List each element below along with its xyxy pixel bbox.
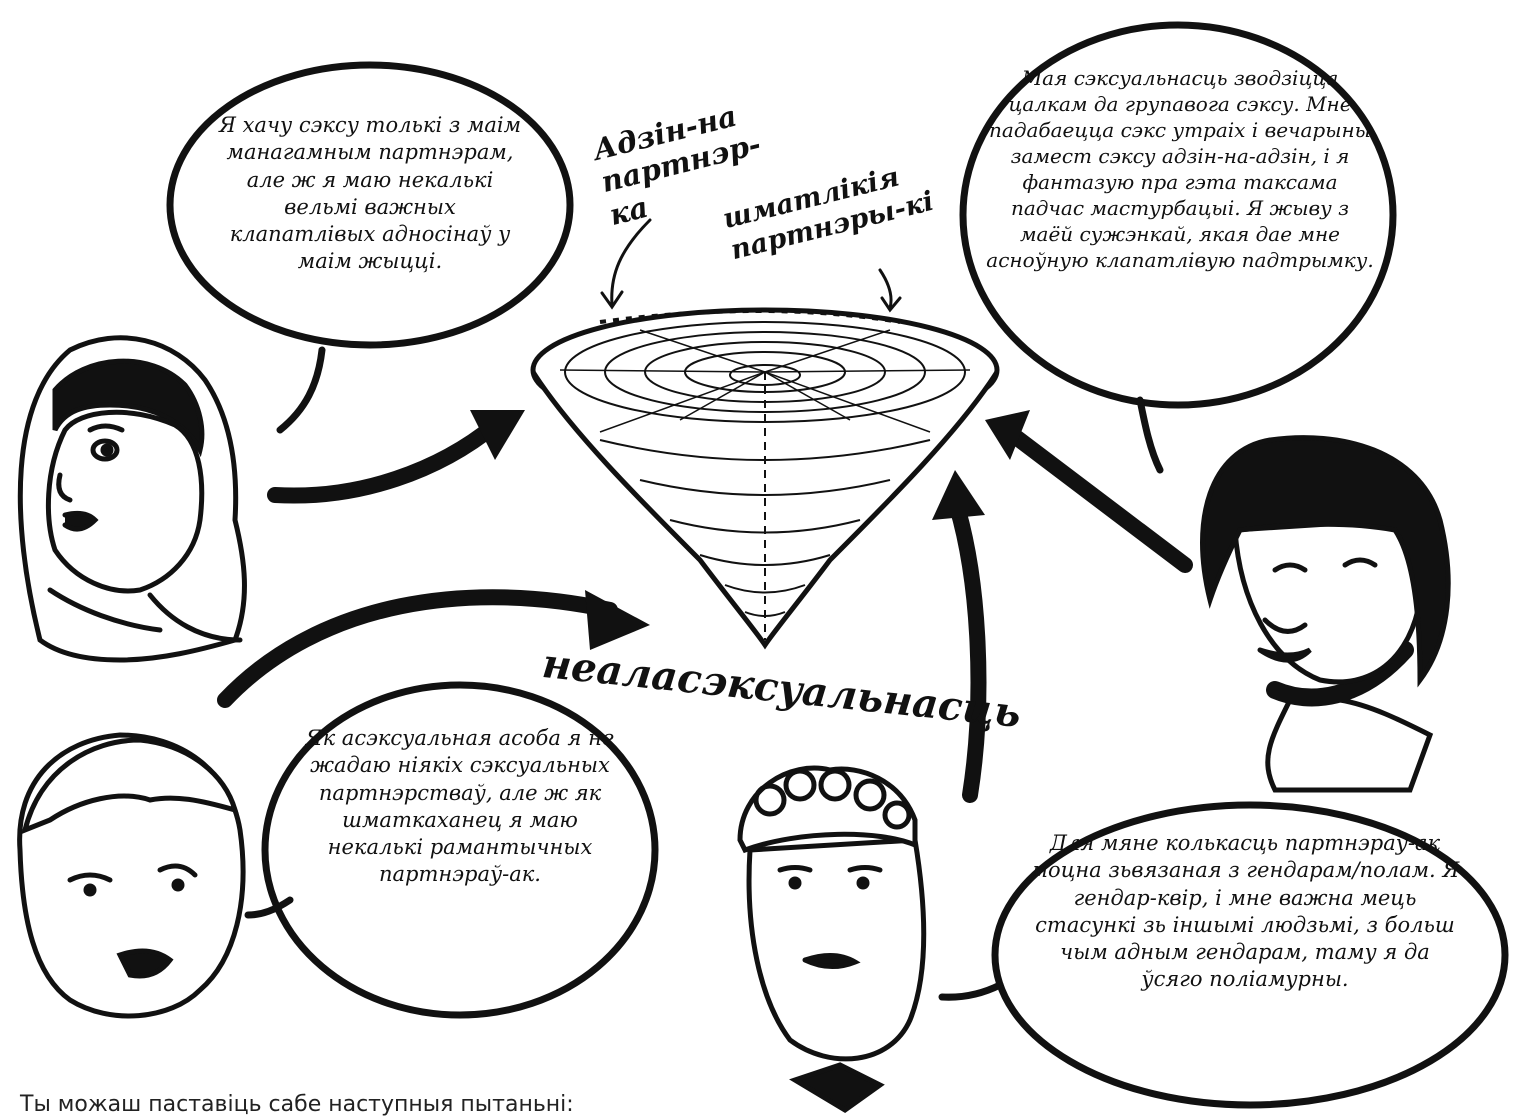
speech-bubble-bottom-right [938, 801, 1509, 1109]
label-arrows [600, 218, 902, 313]
speech-bubble-bottom-left [244, 681, 659, 1019]
big-arrow-heads [470, 410, 1030, 650]
speech-text-top-right: Мая сэксуальнасць зводзіцца цалкам да гр… [986, 66, 1374, 272]
person-bob-hair [1200, 435, 1451, 793]
speech-bubble-top-left [166, 61, 574, 434]
speech-text-top-left: Я хачу сэксу толькі з маім манагамным па… [218, 113, 522, 274]
person-curly-hair [737, 765, 927, 1113]
speech-bubble-top-right [959, 21, 1397, 474]
vortex-funnel [530, 307, 1000, 650]
person-headscarf [17, 335, 247, 663]
footer-question: Ты можаш паставіць сабе наступныя пытань… [20, 1092, 574, 1117]
speech-text-bottom-right: Для мяне колькасць партнэраў-ак моцна зь… [1030, 831, 1460, 992]
person-short-hair [17, 732, 246, 1019]
speech-text-bottom-left: Як асэксуальная асоба я не жадаю ніякіх … [305, 726, 615, 887]
